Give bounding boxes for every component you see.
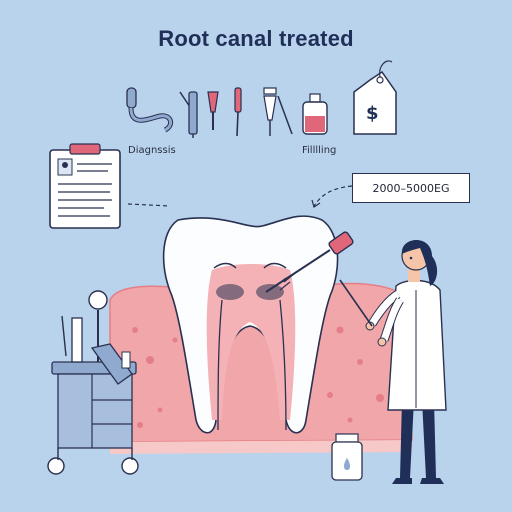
dental-drill [265, 231, 354, 293]
explorer-probe-icon [179, 91, 198, 138]
price-range-text: 2000–5000EG [372, 181, 450, 195]
page-title: Root canal treated [158, 26, 354, 51]
diagnosis-arrow [127, 203, 171, 207]
needle-icon [234, 87, 242, 137]
forceps-icon [207, 91, 219, 130]
dentist-figure [339, 240, 447, 484]
price-range-box: 2000–5000EG [352, 173, 470, 203]
syringe-icon [277, 95, 293, 135]
file-icon [263, 87, 277, 136]
mouth-mirror-icon [126, 87, 174, 133]
clipboard-icon [49, 143, 121, 229]
price-arrow [313, 185, 353, 207]
tooth [162, 215, 339, 434]
dollar-sign: $ [366, 103, 379, 124]
fluid-bottle-icon [331, 433, 363, 481]
dental-cart [47, 290, 139, 475]
diagnosis-label: Diagnssis [128, 145, 176, 156]
filling-bottle-icon [302, 93, 328, 135]
filling-label: Filllling [302, 145, 337, 156]
price-tag-icon [353, 60, 397, 135]
tooth-pulp [206, 264, 296, 420]
